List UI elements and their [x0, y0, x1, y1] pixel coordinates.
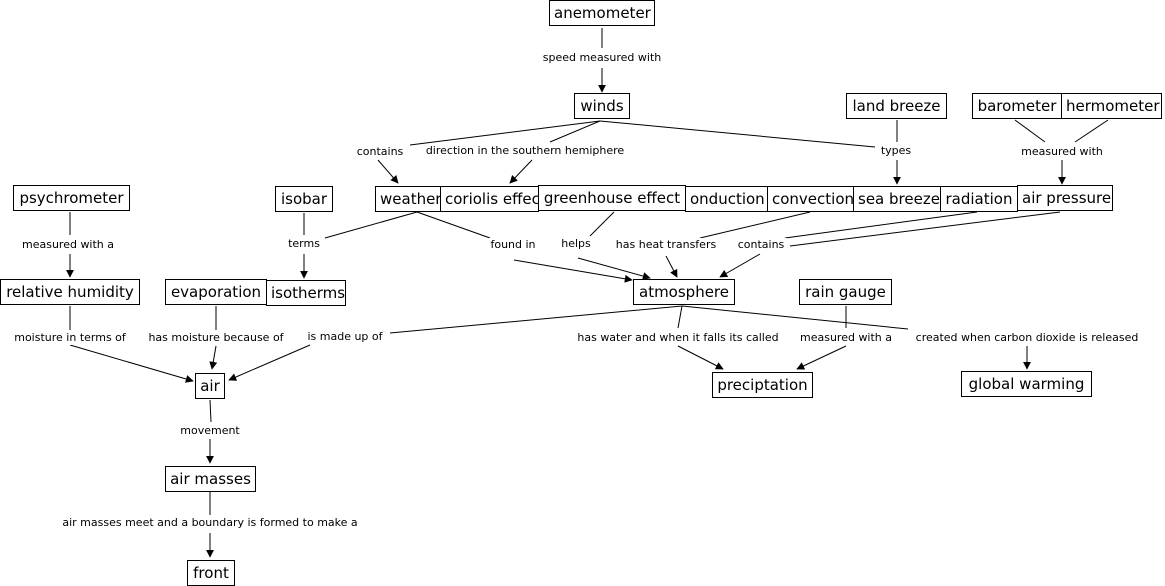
link-label-has-heat-transfers: has heat transfers [613, 238, 719, 252]
node-winds[interactable]: winds [574, 93, 630, 119]
link-label-terms: terms [286, 237, 322, 251]
node-atmosphere[interactable]: atmosphere [633, 279, 735, 305]
connector-line [1074, 119, 1109, 143]
node-radiation[interactable]: radiation [940, 186, 1018, 212]
node-isotherms[interactable]: isotherms [266, 280, 346, 306]
link-label-helps: helps [559, 237, 593, 251]
connector-line [589, 211, 615, 237]
node-thermometer[interactable]: hermometer [1061, 93, 1162, 119]
connector-line [416, 211, 491, 239]
connector-line [699, 211, 811, 239]
connector-line [389, 305, 683, 334]
link-label-air-masses-meet: air masses meet and a boundary is formed… [60, 516, 360, 530]
node-relative-humidity[interactable]: relative humidity [0, 279, 140, 305]
node-rain-gauge[interactable]: rain gauge [799, 279, 892, 305]
link-label-contains-atmosphere: contains [735, 238, 787, 252]
node-coriolis-effect[interactable]: coriolis effec [440, 186, 539, 212]
node-psychrometer[interactable]: psychrometer [13, 185, 130, 211]
link-label-movement: movement [178, 424, 242, 438]
connector-line [677, 305, 683, 329]
connector-arrow [677, 345, 724, 370]
link-label-moisture-in-terms-of: moisture in terms of [12, 331, 128, 345]
node-air-pressure[interactable]: air pressure [1017, 185, 1113, 211]
node-air[interactable]: air [195, 373, 225, 399]
node-anemometer[interactable]: anemometer [549, 0, 655, 26]
node-air-masses[interactable]: air masses [165, 466, 256, 492]
link-label-contains: contains [354, 145, 406, 159]
node-convection[interactable]: convection [767, 186, 854, 212]
link-label-direction: direction in the southern hemiphere [423, 144, 627, 158]
connector-arrow [719, 253, 761, 278]
link-label-is-made-up-of: is made up of [305, 330, 385, 344]
connector-arrow [513, 259, 633, 283]
link-label-created-when: created when carbon dioxide is released [913, 331, 1141, 345]
connector-arrow [577, 257, 651, 280]
connector-line [784, 211, 978, 239]
link-label-types: types [878, 144, 914, 158]
link-label-has-water: has water and when it falls its called [575, 331, 781, 345]
node-sea-breeze[interactable]: sea breeze [853, 186, 941, 212]
connector-line [324, 211, 418, 239]
connector-arrow [228, 344, 311, 381]
connector-arrow [209, 345, 218, 370]
link-label-measured-with-a: measured with a [19, 238, 117, 252]
node-greenhouse-effect[interactable]: greenhouse effect [538, 185, 686, 211]
connector-line [789, 211, 1061, 247]
node-isobar[interactable]: isobar [275, 186, 333, 212]
connector-line [1014, 119, 1046, 143]
node-conduction[interactable]: onduction [685, 186, 768, 212]
node-weather[interactable]: weather [375, 186, 441, 212]
node-global-warming[interactable]: global warming [961, 371, 1092, 397]
connector-arrow [377, 159, 399, 184]
connector-line [681, 305, 909, 330]
node-land-breeze[interactable]: land breeze [846, 93, 947, 119]
node-barometer[interactable]: barometer [972, 93, 1062, 119]
link-label-found-in: found in [488, 238, 538, 252]
connector-line [599, 120, 876, 148]
link-label-measured-with-a-rain: measured with a [797, 331, 895, 345]
connector-arrow [665, 255, 678, 278]
connector-line [409, 120, 601, 146]
connector-arrow [796, 345, 847, 370]
connector-line [209, 399, 212, 423]
node-preciptation[interactable]: preciptation [712, 372, 813, 398]
link-label-has-moisture-because-of: has moisture because of [146, 331, 286, 345]
link-label-speed-measured-with: speed measured with [540, 51, 664, 65]
link-label-measured-with: measured with [1019, 145, 1105, 159]
connector-line [549, 120, 601, 143]
node-evaporation[interactable]: evaporation [165, 279, 267, 305]
connector-arrow [69, 344, 194, 383]
node-front[interactable]: front [187, 560, 235, 586]
connector-arrow [509, 159, 533, 184]
